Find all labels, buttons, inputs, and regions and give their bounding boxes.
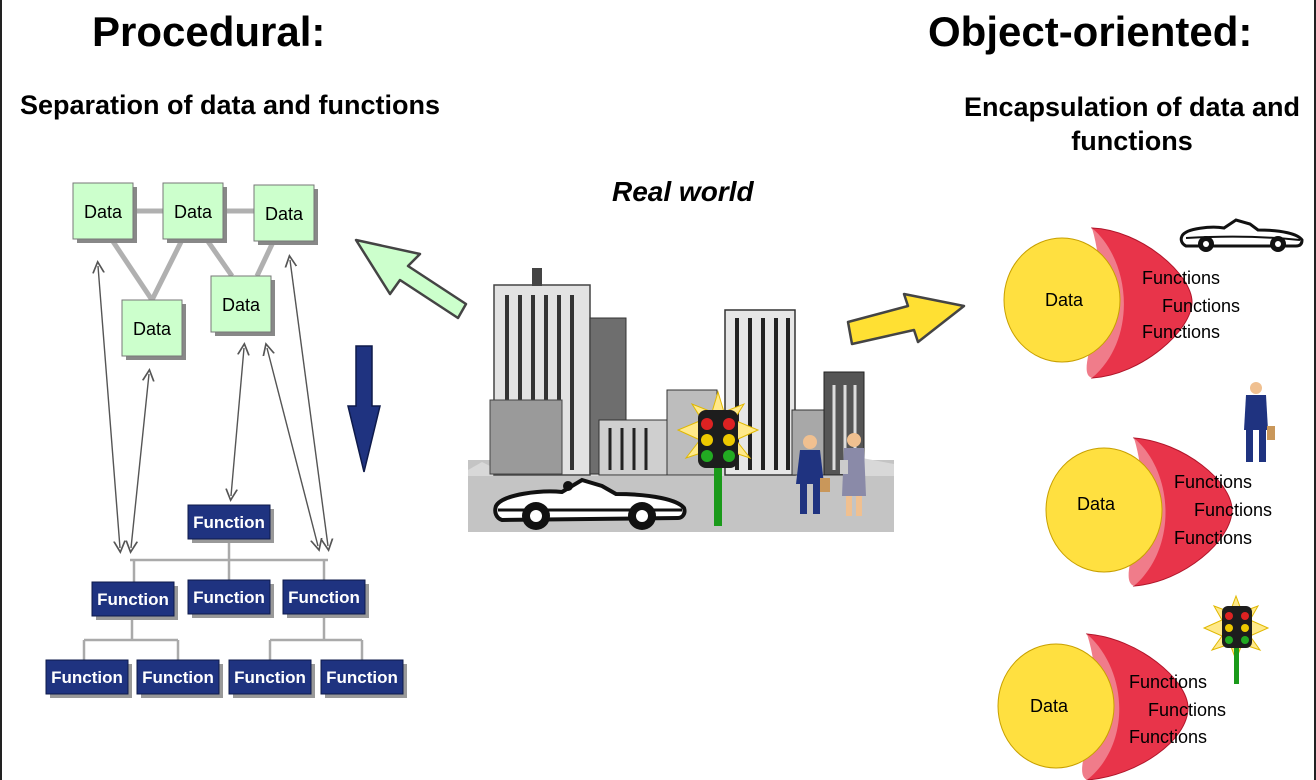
data-box: Data xyxy=(162,182,227,243)
data-box: Data xyxy=(253,184,318,245)
object-functions-label: Functions xyxy=(1148,700,1226,720)
object-functions-label: Functions xyxy=(1129,672,1207,692)
person-icon xyxy=(840,433,866,516)
function-box: Function xyxy=(91,581,178,620)
function-box: Function xyxy=(136,659,223,698)
data-box-label: Data xyxy=(84,202,123,222)
function-box: Function xyxy=(228,659,315,698)
function-label: Function xyxy=(193,513,265,532)
real-world-label: Real world xyxy=(612,176,754,207)
data-box: Data xyxy=(121,299,186,360)
function-label: Function xyxy=(142,668,214,687)
function-box: Function xyxy=(187,579,274,618)
data-function-arrows xyxy=(98,260,328,548)
object-functions-label: Functions xyxy=(1174,472,1252,492)
person-icon xyxy=(796,435,830,514)
object-data-label: Data xyxy=(1045,290,1084,310)
data-box-label: Data xyxy=(265,204,304,224)
object-functions-label: Functions xyxy=(1194,500,1272,520)
function-box: Function xyxy=(320,659,407,698)
function-tree-lines xyxy=(82,540,364,660)
object-capsule: Data Functions Functions Functions xyxy=(997,633,1226,780)
object-capsule: Data Functions Functions Functions xyxy=(1045,437,1272,587)
right-arrow-icon xyxy=(846,292,966,346)
object-functions-label: Functions xyxy=(1129,727,1207,747)
object-data-label: Data xyxy=(1077,494,1116,514)
procedural-title: Procedural: xyxy=(92,8,326,55)
object-oriented-subtitle: Encapsulation of data and functions xyxy=(963,92,1301,156)
data-box-label: Data xyxy=(174,202,213,222)
function-label: Function xyxy=(234,668,306,687)
car-icon xyxy=(493,477,687,530)
function-box: Function xyxy=(282,579,369,618)
object-capsule: Data Functions Functions Functions xyxy=(1003,227,1240,379)
person-icon xyxy=(1244,382,1275,462)
object-data-label: Data xyxy=(1030,696,1069,716)
data-box: Data xyxy=(210,275,275,336)
function-box: Function xyxy=(45,659,132,698)
object-functions-label: Functions xyxy=(1142,268,1220,288)
object-oriented-title: Object-oriented: xyxy=(928,8,1253,55)
traffic-light-icon xyxy=(1202,594,1270,684)
function-label: Function xyxy=(51,668,123,687)
traffic-light-icon xyxy=(676,390,760,526)
function-label: Function xyxy=(326,668,398,687)
object-functions-label: Functions xyxy=(1162,296,1240,316)
function-label: Function xyxy=(193,588,265,607)
object-functions-label: Functions xyxy=(1142,322,1220,342)
function-box: Function xyxy=(187,504,274,543)
data-box-label: Data xyxy=(133,319,172,339)
function-label: Function xyxy=(97,590,169,609)
data-box: Data xyxy=(72,182,137,243)
car-icon xyxy=(1179,218,1304,252)
object-functions-label: Functions xyxy=(1174,528,1252,548)
procedural-subtitle: Separation of data and functions xyxy=(20,90,441,120)
function-label: Function xyxy=(288,588,360,607)
data-network xyxy=(109,208,277,302)
left-arrow-icon xyxy=(354,238,468,320)
data-box-label: Data xyxy=(222,295,261,315)
down-arrow-icon xyxy=(347,345,381,473)
